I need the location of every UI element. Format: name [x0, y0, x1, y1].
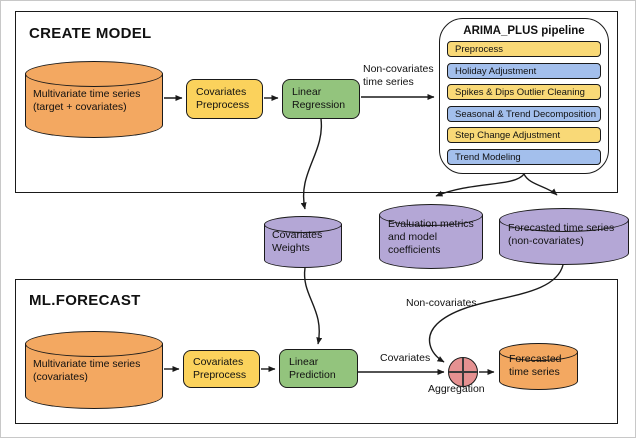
create-model-title: CREATE MODEL — [29, 25, 152, 42]
aggregation-label: Aggregation — [428, 383, 485, 395]
covariates-preprocess-box-bottom: Covariates Preprocess — [183, 350, 260, 388]
covariates-flow-label: Covariates — [380, 352, 431, 364]
forecast-noncovariates-cylinder — [499, 208, 629, 265]
linear-regression-box: Linear Regression — [282, 79, 360, 119]
pipeline-step-spikes-dips: Spikes & Dips Outlier Cleaning — [447, 84, 601, 100]
covariates-weights-label: Covariates Weights — [272, 229, 323, 254]
input-covariates-label: Multivariate time series (covariates) — [33, 358, 141, 383]
pipeline-step-preprocess: Preprocess — [447, 41, 601, 57]
noncovariates-flow-label: Non-covariates — [406, 297, 477, 309]
linear-prediction-box: Linear Prediction — [279, 349, 358, 388]
ml-forecast-title: ML.FORECAST — [29, 292, 141, 309]
covariates-preprocess-box-top: Covariates Preprocess — [186, 79, 263, 119]
arima-plus-pipeline: ARIMA_PLUS pipeline Preprocess Holiday A… — [439, 18, 609, 174]
cylinder-top — [25, 331, 163, 357]
forecast-noncovariates-label: Forecasted time series (non-covariates) — [508, 222, 615, 247]
forecast-output-label: Forecasted time series — [509, 353, 562, 378]
noncovariates-timeseries-arrow-label: Non-covariates time series — [363, 63, 434, 88]
cylinder-top — [264, 216, 342, 233]
input-cylinder-target-covariates — [25, 61, 163, 138]
covariates-weights-cylinder — [264, 216, 342, 268]
pipeline-step-holiday-adjustment: Holiday Adjustment — [447, 63, 601, 79]
cylinder-top — [499, 208, 629, 232]
evaluation-metrics-cylinder — [379, 204, 483, 269]
input-cylinder-label: Multivariate time series (target + covar… — [33, 88, 141, 113]
cylinder-top — [379, 204, 483, 226]
evaluation-metrics-label: Evaluation metrics and model coefficient… — [388, 218, 474, 256]
pipeline-step-step-change: Step Change Adjustment — [447, 127, 601, 143]
arima-plus-pipeline-title: ARIMA_PLUS pipeline — [463, 25, 585, 37]
aggregation-cross-horizontal — [449, 371, 477, 373]
pipeline-step-seasonal-trend: Seasonal & Trend Decomposition — [447, 106, 601, 122]
input-cylinder-covariates — [25, 331, 163, 409]
cylinder-top — [25, 61, 163, 87]
pipeline-step-trend-modeling: Trend Modeling — [447, 149, 601, 165]
